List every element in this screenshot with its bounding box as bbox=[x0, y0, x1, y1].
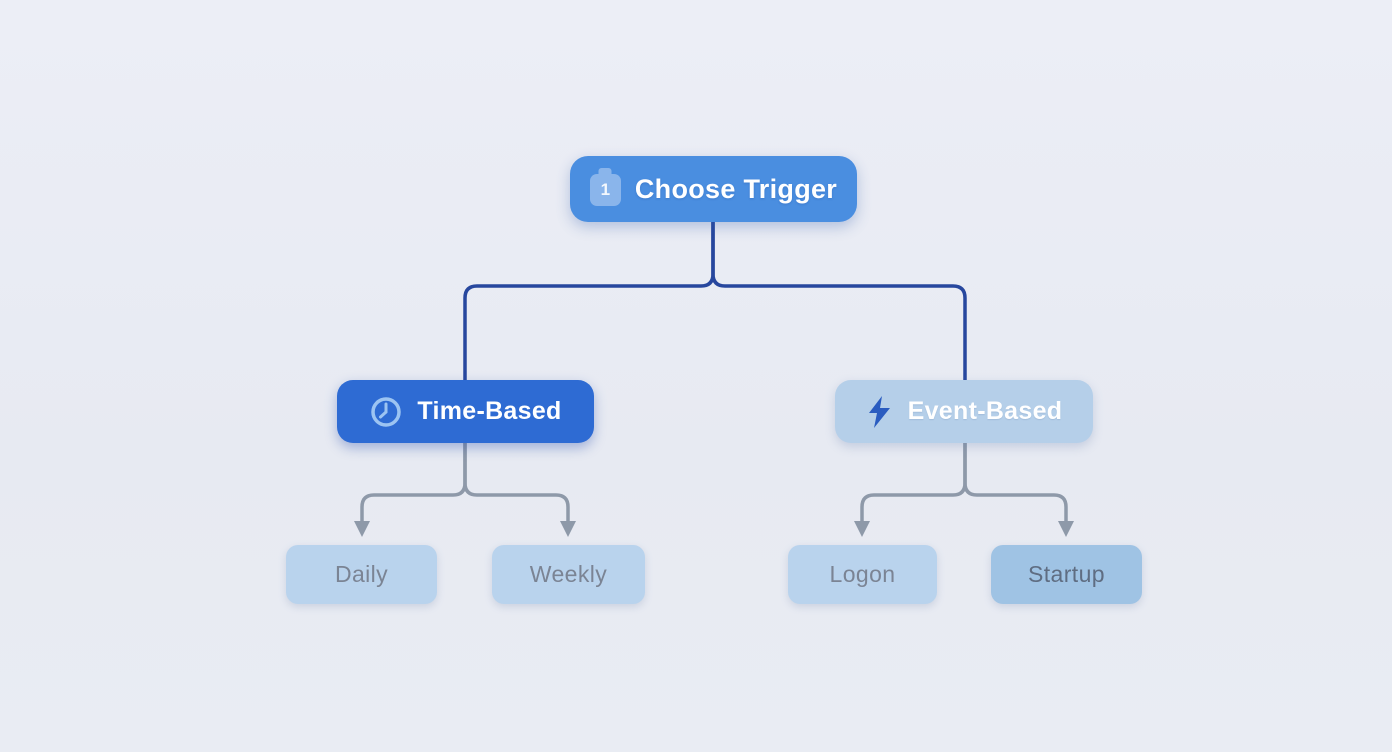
node-daily[interactable]: Daily bbox=[286, 545, 437, 604]
connector-time-to-weekly bbox=[463, 441, 570, 525]
connector-time-to-daily bbox=[360, 441, 467, 525]
node-choose-trigger[interactable]: 1 Choose Trigger bbox=[570, 156, 857, 222]
arrowhead-daily bbox=[354, 521, 370, 537]
badge-number: 1 bbox=[600, 180, 611, 199]
connector-root-to-event-based bbox=[711, 220, 967, 382]
node-event-based[interactable]: Event-Based bbox=[835, 380, 1093, 443]
node-startup[interactable]: Startup bbox=[991, 545, 1142, 604]
clock-hand-hour bbox=[379, 410, 388, 418]
connector-event-to-logon bbox=[860, 441, 967, 525]
node-label: Startup bbox=[1028, 561, 1105, 587]
arrowhead-logon bbox=[854, 521, 870, 537]
briefcase-badge-icon: 1 bbox=[589, 168, 621, 206]
arrowhead-weekly bbox=[560, 521, 576, 537]
node-time-based[interactable]: Time-Based bbox=[337, 380, 594, 443]
lightning-bolt-icon bbox=[866, 395, 894, 429]
node-label: Event-Based bbox=[907, 397, 1063, 425]
briefcase-handle bbox=[598, 168, 612, 176]
node-label: Weekly bbox=[529, 561, 608, 587]
node-label: Time-Based bbox=[417, 397, 562, 425]
bolt-shape bbox=[868, 395, 890, 428]
clock-icon bbox=[369, 395, 403, 429]
node-label: Logon bbox=[829, 561, 896, 587]
node-weekly[interactable]: Weekly bbox=[492, 545, 645, 604]
arrowhead-startup bbox=[1058, 521, 1074, 537]
node-label: Daily bbox=[334, 561, 389, 587]
clock-face bbox=[371, 396, 402, 427]
node-logon[interactable]: Logon bbox=[788, 545, 937, 604]
connector-root-to-time-based bbox=[463, 220, 715, 382]
connector-event-to-startup bbox=[963, 441, 1068, 525]
node-label: Choose Trigger bbox=[634, 173, 838, 204]
